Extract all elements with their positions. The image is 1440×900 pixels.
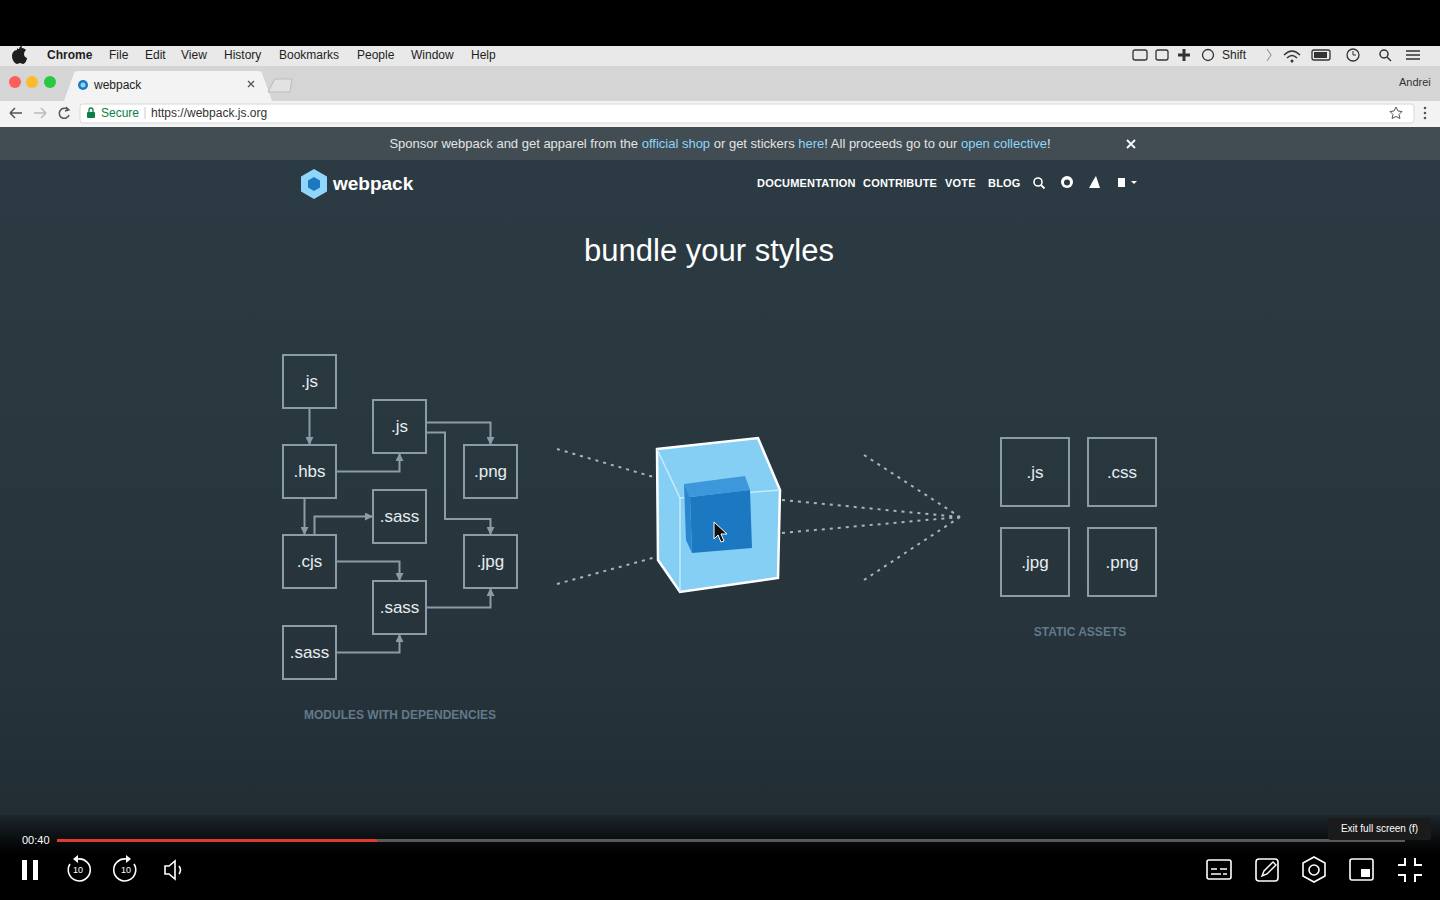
banner-link: official shop: [642, 136, 710, 151]
dependency-arrow: [427, 433, 491, 535]
file-extension: .js: [391, 418, 408, 435]
file-extension: .png: [474, 463, 507, 480]
sponsor-banner: Sponsor webpack and get apparel from the…: [0, 127, 1440, 160]
menu-item: File: [109, 49, 128, 61]
bundle-cube: [657, 438, 780, 592]
dependency-arrow: [309, 409, 311, 444]
webpack-logo: [301, 169, 327, 199]
page-title: bundle your styles: [509, 235, 909, 266]
menu-item: Bookmarks: [279, 49, 339, 61]
logo-text: webpack: [333, 174, 413, 193]
module-box: .js: [282, 354, 337, 409]
dependency-arrow: [315, 517, 373, 535]
nav-link: CONTRIBUTE: [863, 178, 937, 189]
file-extension: .sass: [380, 599, 420, 616]
dependency-arrow: [304, 499, 306, 534]
module-box: .sass: [282, 625, 337, 680]
banner-link: here: [798, 136, 824, 151]
player-shade: [0, 815, 1440, 900]
time-elapsed: 00:40: [22, 835, 50, 846]
secure-badge: Secure: [101, 107, 139, 119]
file-extension: .jpg: [477, 553, 504, 570]
nav-link: VOTE: [945, 178, 976, 189]
nav-link: BLOG: [988, 178, 1021, 189]
module-box: .hbs: [282, 444, 337, 499]
user-name: Andrei: [1399, 77, 1431, 88]
dependency-arrow: [337, 635, 400, 653]
asset-box: .jpg: [1000, 527, 1070, 597]
url-text: https://webpack.js.org: [151, 107, 267, 119]
module-box: .jpg: [463, 534, 518, 589]
asset-box: .css: [1087, 437, 1157, 507]
tab-title: webpack: [94, 79, 141, 91]
file-extension: .sass: [380, 508, 420, 525]
file-extension: .cjs: [297, 553, 323, 570]
group-caption: STATIC ASSETS: [980, 626, 1180, 638]
banner-text: !: [1047, 136, 1051, 151]
group-caption: MODULES WITH DEPENDENCIES: [250, 709, 550, 721]
file-extension: .js: [1027, 464, 1044, 481]
skip-seconds: 10: [68, 866, 88, 875]
file-extension: .js: [301, 373, 318, 390]
dependency-arrow: [337, 562, 400, 581]
skip-seconds: 10: [116, 866, 136, 875]
module-box: .sass: [372, 580, 427, 635]
module-box: .cjs: [282, 534, 337, 589]
menu-item: View: [181, 49, 207, 61]
banner-link: open collective: [961, 136, 1047, 151]
dependency-arrow: [337, 454, 400, 472]
module-box: .js: [372, 399, 427, 454]
menu-item: People: [357, 49, 394, 61]
banner-text: Sponsor webpack and get apparel from the: [389, 136, 638, 151]
file-extension: .hbs: [293, 463, 325, 480]
nav-link: DOCUMENTATION: [757, 178, 856, 189]
tooltip: Exit full screen (f): [1328, 824, 1431, 834]
banner-text: or get stickers: [714, 136, 795, 151]
dependency-arrow: [427, 589, 491, 608]
status-text: Shift: [1222, 49, 1246, 61]
letterbox: [0, 0, 1440, 46]
file-extension: .jpg: [1021, 554, 1048, 571]
banner-text: ! All proceeds go to our: [824, 136, 957, 151]
file-extension: .sass: [290, 644, 330, 661]
file-extension: .css: [1107, 464, 1137, 481]
file-extension: .png: [1105, 554, 1138, 571]
asset-box: .js: [1000, 437, 1070, 507]
module-box: .sass: [372, 489, 427, 544]
menu-item: History: [224, 49, 261, 61]
menu-item: Help: [471, 49, 496, 61]
module-box: .png: [463, 444, 518, 499]
menu-item: Window: [411, 49, 454, 61]
asset-box: .png: [1087, 527, 1157, 597]
menu-item: Edit: [145, 49, 166, 61]
app-menu: Chrome: [47, 49, 92, 61]
